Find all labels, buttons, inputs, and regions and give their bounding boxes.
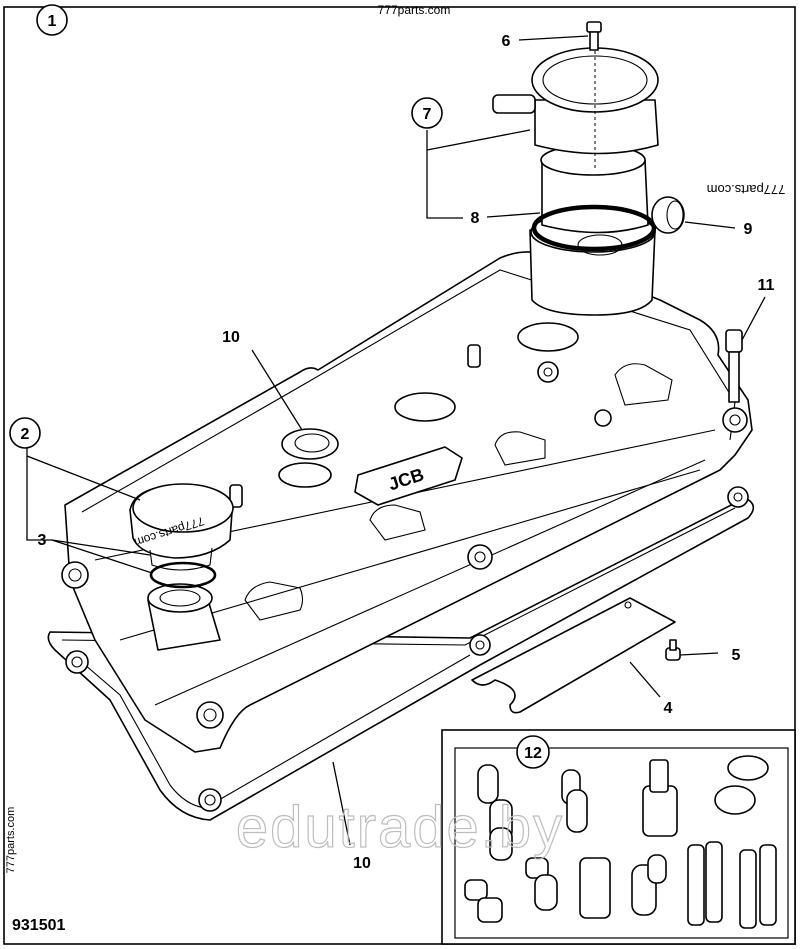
watermark-right: 777parts.com bbox=[707, 182, 786, 197]
watermark-side: 777parts.com bbox=[5, 807, 17, 874]
callout-10-top: 10 bbox=[222, 329, 240, 346]
svg-text:7: 7 bbox=[423, 106, 432, 123]
svg-text:1: 1 bbox=[48, 13, 57, 30]
callout-2: 2 bbox=[9, 417, 41, 449]
screw-part[interactable] bbox=[586, 21, 602, 51]
plug-part[interactable] bbox=[651, 196, 685, 234]
grommet-part[interactable] bbox=[281, 428, 339, 460]
diagram-frame bbox=[3, 6, 796, 945]
filler-o-ring-part[interactable] bbox=[149, 561, 217, 589]
leader-lines bbox=[26, 35, 766, 846]
kit-parts[interactable] bbox=[464, 755, 777, 929]
callout-5: 5 bbox=[732, 647, 741, 664]
watermark-top: 777parts.com bbox=[378, 3, 451, 17]
bracket-part[interactable] bbox=[471, 597, 676, 714]
svg-text:2: 2 bbox=[21, 426, 30, 443]
callout-7: 7 bbox=[411, 97, 443, 129]
stud-part[interactable] bbox=[725, 329, 743, 403]
o-ring-part[interactable] bbox=[531, 204, 657, 252]
breather-assembly-part[interactable] bbox=[492, 45, 659, 316]
callout-11: 11 bbox=[758, 277, 775, 294]
callout-4: 4 bbox=[664, 700, 673, 717]
valve-cover-part[interactable]: JCB bbox=[61, 251, 753, 753]
callout-6: 6 bbox=[502, 33, 511, 50]
diagram-code: 931501 bbox=[12, 917, 65, 934]
bracket-screw-part[interactable] bbox=[665, 639, 681, 661]
callout-3: 3 bbox=[38, 532, 47, 549]
svg-text:12: 12 bbox=[524, 745, 542, 762]
callout-1: 1 bbox=[36, 4, 68, 36]
callout-9: 9 bbox=[744, 221, 753, 238]
callout-10-bottom: 10 bbox=[353, 855, 371, 872]
watermark-center: edutrade.by bbox=[236, 795, 564, 860]
oil-filler-cap-part[interactable] bbox=[129, 483, 234, 571]
callout-8: 8 bbox=[471, 210, 480, 227]
kit-inner-box bbox=[454, 747, 789, 939]
callout-12: 12 bbox=[516, 735, 550, 769]
